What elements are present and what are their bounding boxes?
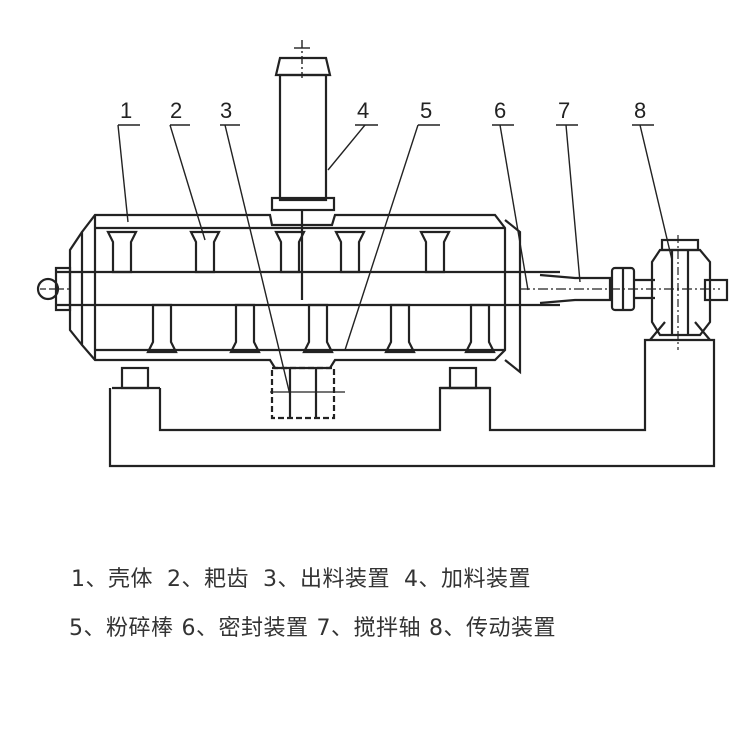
callout-8: 8 <box>634 98 646 123</box>
legend-item: 5、粉碎棒 <box>69 616 174 641</box>
legend-row-2: 5、粉碎棒 6、密封装置 7、搅拌轴 8、传动装置 <box>54 585 570 642</box>
callout-3: 3 <box>220 98 232 123</box>
callout-7: 7 <box>558 98 570 123</box>
leader-lines <box>117 124 673 396</box>
legend-row-1: 1、壳体 2、耙齿 3、出料装置 4、加料装置 <box>56 536 545 593</box>
rake-tooth <box>229 303 261 354</box>
callout-1: 1 <box>120 98 132 123</box>
rake-tooth <box>302 303 334 354</box>
shell <box>68 213 522 375</box>
supports <box>112 366 490 390</box>
callout-6: 6 <box>494 98 506 123</box>
legend-item: 7、搅拌轴 <box>316 616 421 641</box>
drive-unit <box>610 235 729 350</box>
rake-tooth <box>274 230 306 274</box>
rake-tooth <box>384 303 416 354</box>
callout-5: 5 <box>420 98 432 123</box>
rake-teeth <box>106 230 496 354</box>
legend-item: 6、密封装置 <box>181 616 309 641</box>
rake-tooth <box>146 303 178 354</box>
rake-tooth <box>464 303 496 354</box>
legend-item: 2、耙齿 <box>167 567 249 592</box>
rake-tooth <box>419 230 451 274</box>
callout-numbers: 1 2 3 4 5 6 7 8 <box>120 98 646 123</box>
rake-tooth <box>106 230 138 274</box>
base-frame <box>108 338 716 468</box>
legend-item: 4、加料装置 <box>404 567 531 592</box>
discharge-device <box>270 366 345 420</box>
legend-item: 1、壳体 <box>71 567 153 592</box>
legend-item: 8、传动装置 <box>429 616 556 641</box>
legend-item: 3、出料装置 <box>263 567 390 592</box>
agitator-shaft <box>36 266 720 312</box>
rake-tooth <box>334 230 366 274</box>
callout-4: 4 <box>357 98 369 123</box>
callout-2: 2 <box>170 98 182 123</box>
rake-tooth <box>189 230 221 274</box>
